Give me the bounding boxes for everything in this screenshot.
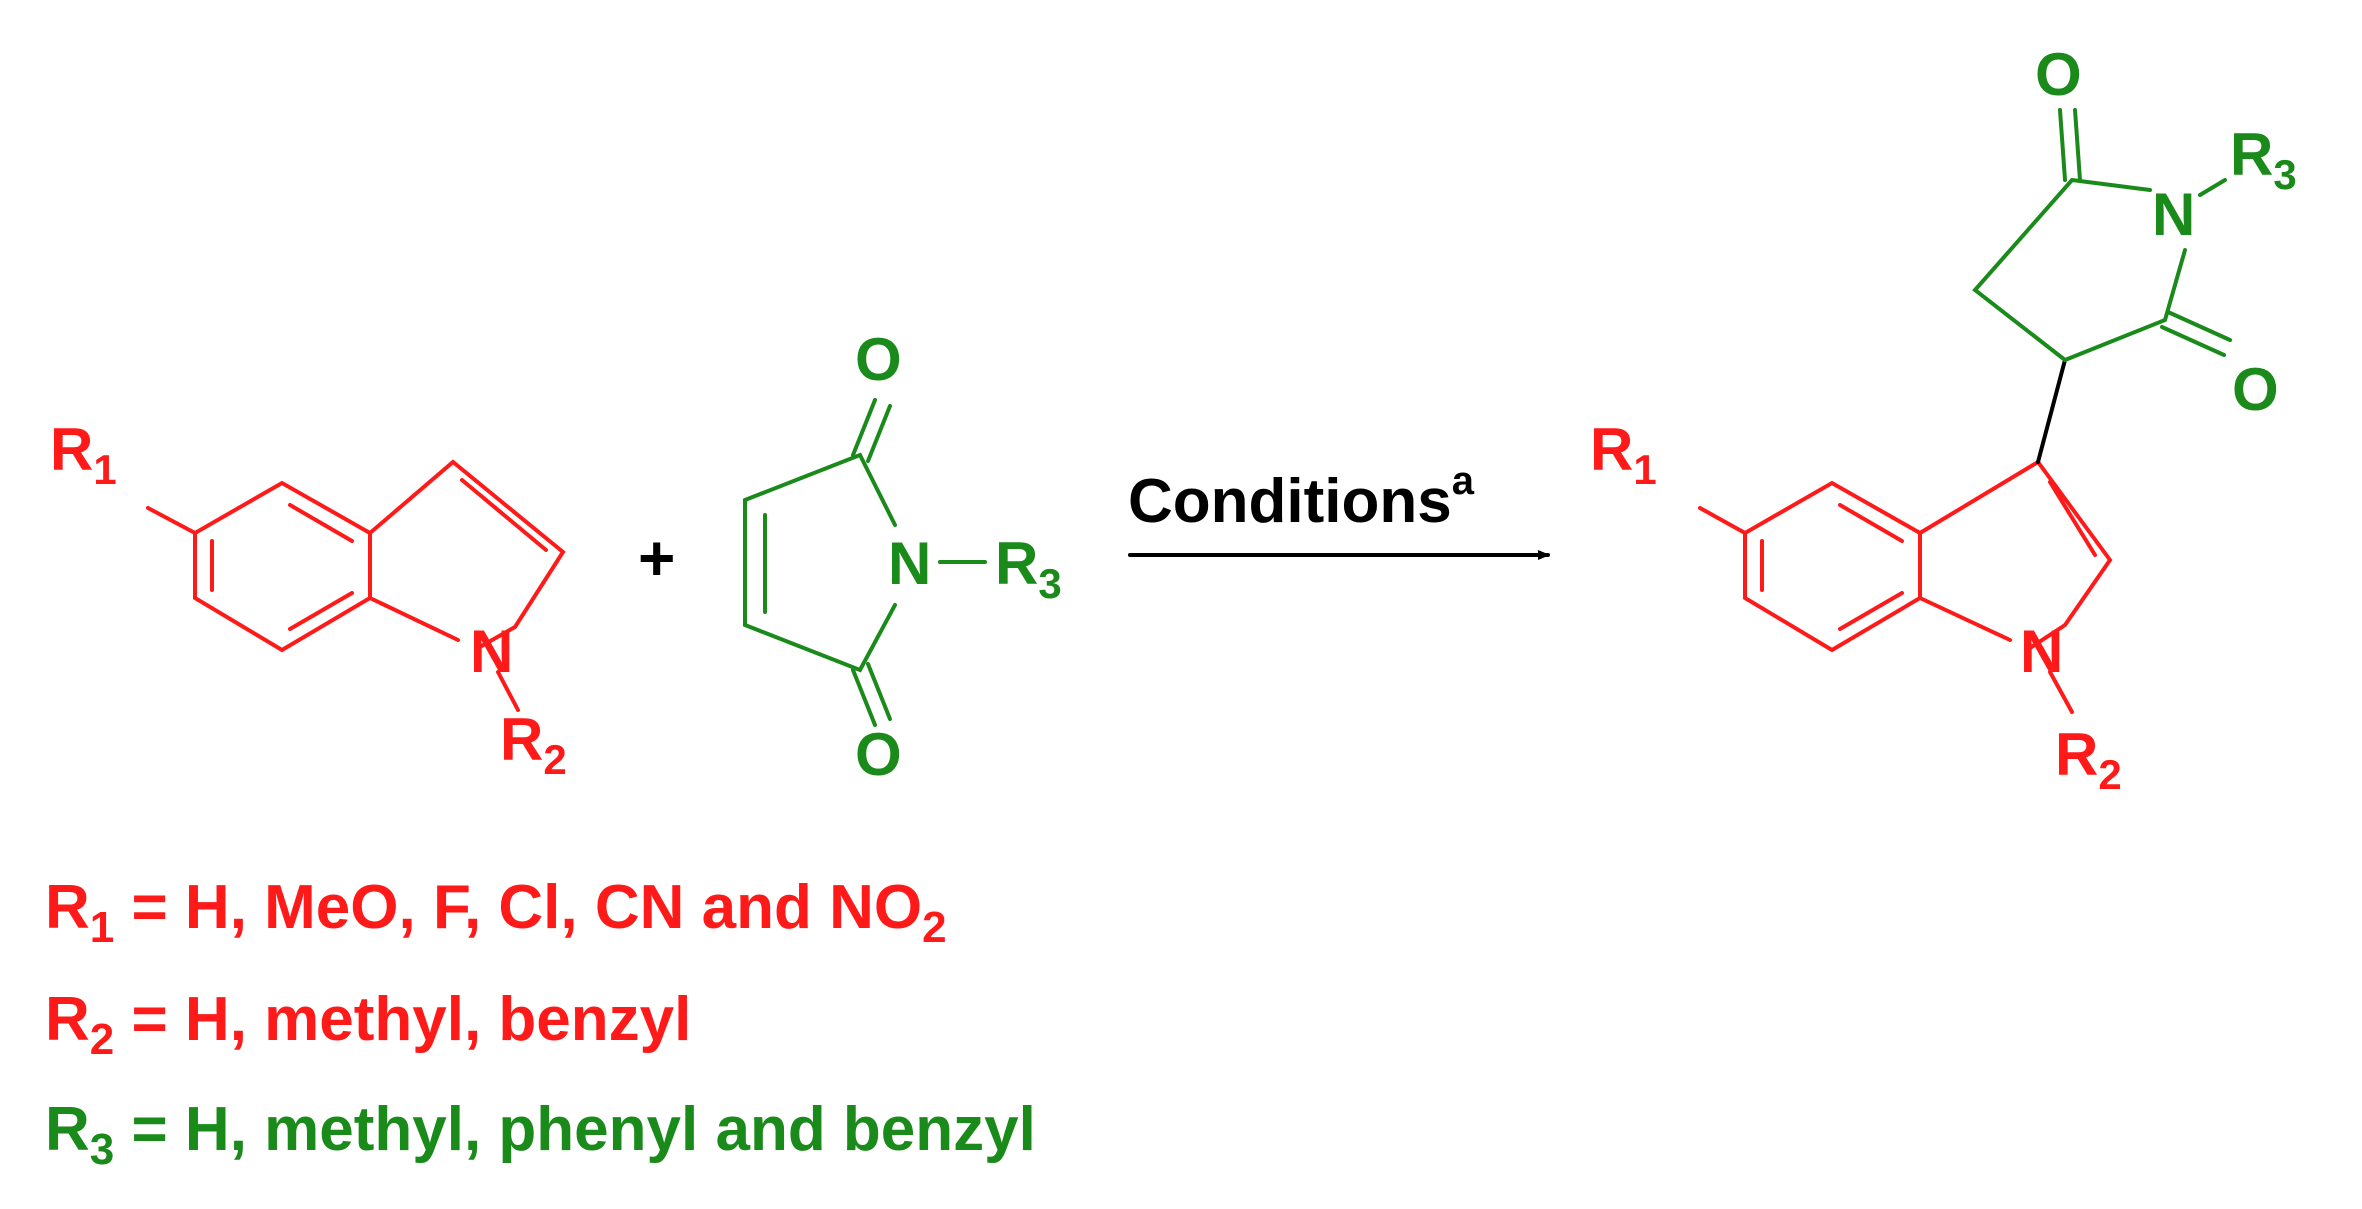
indole-r2-label: R2: [500, 706, 567, 783]
product-n-imide: N: [2152, 181, 2195, 248]
maleimide-o-top: O: [855, 326, 902, 393]
legend-r2: R2 = H, methyl, benzyl: [45, 985, 691, 1064]
product: R1 N R2 O O N R3: [1590, 41, 2297, 798]
legend-r1: R1 = H, MeO, F, Cl, CN and NO2: [45, 873, 947, 952]
conditions-label: Conditionsa: [1128, 459, 1475, 536]
reaction-arrow: Conditionsa: [1128, 459, 1550, 560]
product-n-indole: N: [2020, 618, 2063, 685]
product-r1-label: R1: [1590, 416, 1657, 493]
indole-reactant: R1 N R2: [50, 416, 567, 783]
maleimide-bonds: [743, 398, 987, 727]
maleimide-reactant: O O N R3: [743, 326, 1062, 788]
product-r2-label: R2: [2055, 721, 2122, 798]
product-linking-bond: [2036, 358, 2067, 464]
indole-bonds: [146, 459, 566, 712]
maleimide-o-bottom: O: [855, 721, 902, 788]
maleimide-n: N: [888, 530, 931, 597]
plus-sign: +: [638, 522, 675, 594]
product-succinimide-bonds: [1972, 108, 2232, 362]
legend-r3: R3 = H, methyl, phenyl and benzyl: [45, 1095, 1036, 1174]
product-indole-bonds: [1698, 459, 2113, 714]
product-o-right: O: [2232, 356, 2279, 423]
product-o-top: O: [2035, 41, 2082, 108]
substituent-legend: R1 = H, MeO, F, Cl, CN and NO2 R2 = H, m…: [45, 873, 1036, 1174]
product-r3-label: R3: [2230, 121, 2297, 198]
indole-n-label: N: [470, 618, 513, 685]
indole-r1-label: R1: [50, 416, 117, 493]
maleimide-r3: R3: [995, 530, 1062, 607]
